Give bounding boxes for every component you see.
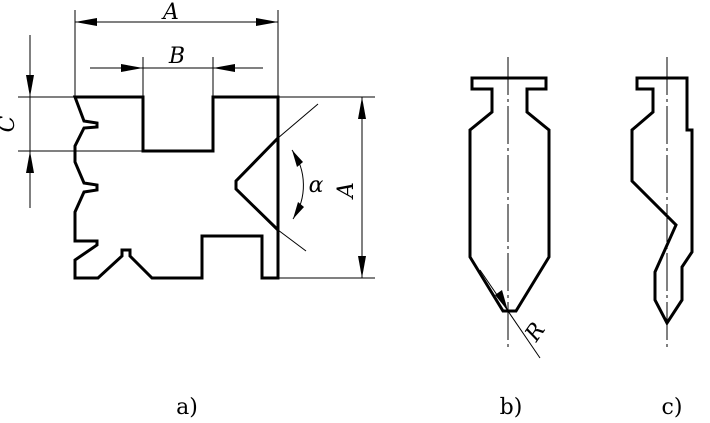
caption-b: b) bbox=[500, 395, 523, 420]
dim-label-alpha: α bbox=[309, 173, 324, 198]
arrow-radius bbox=[495, 290, 508, 311]
arrow-b-left bbox=[121, 64, 143, 72]
v-groove bbox=[234, 136, 280, 232]
caption-c: c) bbox=[662, 395, 683, 420]
straight-punch-figure: R bbox=[468, 57, 551, 359]
arrow-alpha-lower bbox=[293, 202, 304, 219]
dim-label-a-top: A bbox=[161, 0, 179, 25]
arrow-a-right-top bbox=[358, 97, 366, 119]
dim-label-b: B bbox=[168, 44, 185, 69]
caption-a: a) bbox=[176, 395, 198, 420]
arrow-a-top-right bbox=[256, 18, 278, 26]
ext-line-groove-upper bbox=[277, 103, 319, 139]
dim-label-r: R bbox=[520, 318, 551, 347]
gooseneck-punch-outline bbox=[630, 76, 694, 326]
die-block-outline bbox=[72, 95, 280, 280]
straight-punch-outline bbox=[468, 76, 551, 313]
gooseneck-punch-figure bbox=[630, 57, 694, 350]
arrow-a-right-bottom bbox=[358, 256, 366, 278]
die-block-figure: A B C A α bbox=[0, 0, 375, 280]
dim-label-a-right: A bbox=[334, 182, 359, 200]
radius-leader bbox=[479, 269, 541, 359]
arrow-alpha-upper bbox=[292, 150, 303, 167]
arrow-c-top bbox=[26, 75, 34, 97]
arrow-a-top-left bbox=[75, 18, 97, 26]
dim-label-c: C bbox=[0, 115, 20, 132]
ext-line-groove-lower bbox=[277, 229, 307, 252]
arrow-b-right bbox=[213, 64, 235, 72]
arrow-c-bottom bbox=[26, 151, 34, 173]
